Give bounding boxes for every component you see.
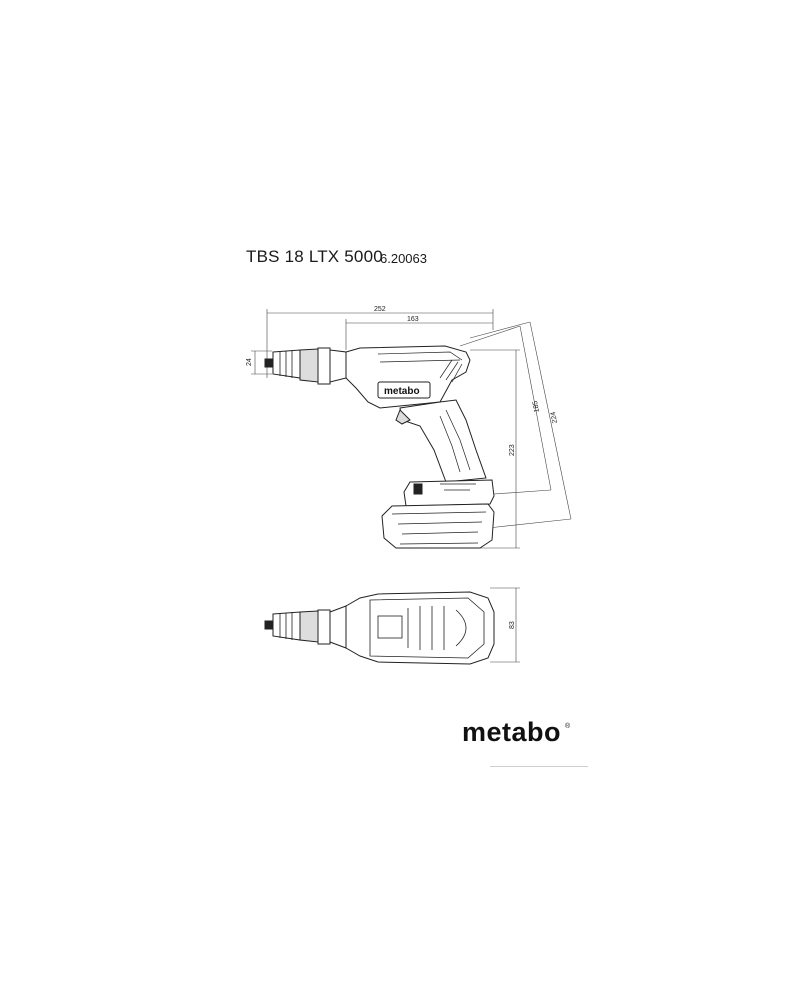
side-view: metabo [264,345,495,549]
dim-24: 24 [246,358,253,366]
dim-252: 252 [374,306,386,313]
dim-163: 163 [407,316,419,323]
registered-mark: ® [565,723,571,730]
dim-83: 83 [509,621,516,629]
dim-224: 224 [550,411,559,424]
brand-logo: metabo [462,717,562,747]
dim-185: 185 [532,400,541,413]
model-name: TBS 18 LTX 5000 [246,247,383,266]
top-view [264,591,495,665]
tool-label: metabo [384,386,420,397]
divider [490,766,588,767]
part-number: 6.20063 [380,251,427,266]
dim-223: 223 [509,444,516,456]
